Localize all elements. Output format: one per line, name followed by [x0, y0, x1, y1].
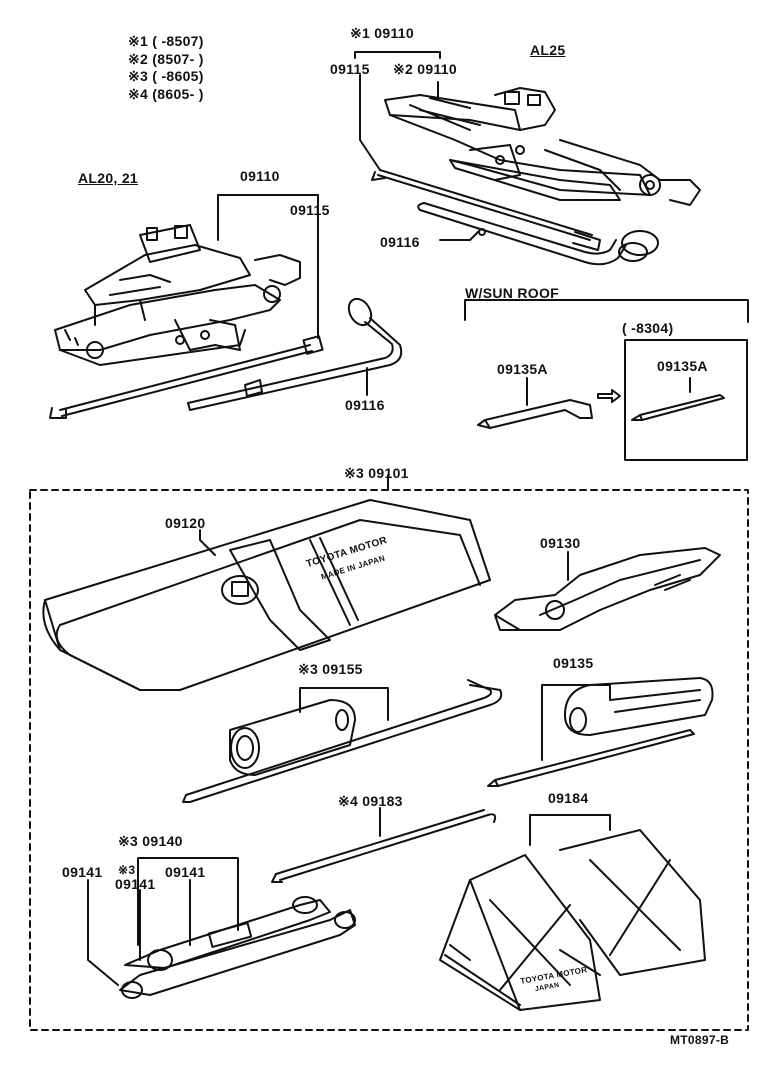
arrow-icon — [597, 389, 621, 403]
lug-wrench-al20-illustration — [187, 297, 403, 411]
leader-09141a — [87, 879, 119, 986]
scissor-jack-al25-illustration — [384, 87, 701, 206]
jack-handle-al20-illustration — [49, 335, 324, 419]
pliers-09130-illustration — [494, 547, 721, 631]
socket-wrench-09155-illustration — [182, 679, 503, 803]
part-09115-al25: 09115 — [330, 61, 370, 77]
legend-note-4: ※4 (8605- ) — [128, 86, 204, 102]
part-09141b-note: ※3 — [118, 863, 136, 877]
model-label-al2021: AL20, 21 — [78, 170, 138, 186]
legend-note-2: ※2 (8507- ) — [128, 51, 204, 67]
sunroof-label: W/SUN ROOF — [465, 285, 559, 301]
part-09120: 09120 — [165, 515, 206, 531]
part-09130: 09130 — [540, 535, 581, 551]
leader-09115-al25 — [359, 74, 381, 171]
part-range-8304: ( -8304) — [622, 320, 674, 336]
bracket-09140 — [137, 857, 239, 946]
bracket-09110-al25 — [354, 51, 441, 59]
lug-wrench-al25-illustration — [417, 202, 659, 266]
part-09141c: 09141 — [165, 864, 206, 880]
part-09110b-al25: ※2 09110 — [393, 61, 457, 77]
leader-09116-al25 — [439, 229, 481, 241]
part-09183: ※4 09183 — [338, 793, 403, 809]
sunroof-bracket — [464, 299, 749, 323]
legend-note-1: ※1 ( -8507) — [128, 33, 204, 49]
legend-note-3: ※3 ( -8605) — [128, 68, 204, 84]
part-09116-al25: 09116 — [380, 234, 420, 250]
screwdriver-09135a-left-illustration — [477, 399, 593, 429]
part-09184: 09184 — [548, 790, 589, 806]
pry-bar-09183-illustration — [271, 809, 497, 883]
part-09141a: 09141 — [62, 864, 103, 880]
jack-handle-al25-illustration — [371, 169, 601, 251]
screwdriver-09135a-right-illustration — [631, 394, 725, 421]
bracket-09155 — [299, 687, 389, 721]
leader-09120 — [199, 529, 216, 556]
part-09141b: 09141 — [115, 876, 156, 892]
wheel-chocks-09184-illustration — [439, 829, 706, 1011]
wrench-set-09140-illustration — [119, 896, 356, 999]
part-09135: 09135 — [553, 655, 594, 671]
bracket-09184 — [529, 814, 611, 846]
screwdriver-09135-illustration — [487, 677, 714, 787]
part-09116-al20: 09116 — [345, 397, 385, 413]
figure-code: MT0897-B — [670, 1033, 730, 1047]
part-09155: ※3 09155 — [298, 661, 363, 677]
part-09110-al20: 09110 — [240, 168, 280, 184]
part-09135a-left: 09135A — [497, 361, 548, 377]
part-09140: ※3 09140 — [118, 833, 183, 849]
bottle-jack-al20-illustration — [54, 224, 301, 366]
bracket-09110-al20 — [217, 194, 319, 339]
sunroof-later-box — [624, 339, 748, 461]
bracket-09135 — [541, 684, 611, 761]
part-09135a-right: 09135A — [657, 358, 708, 374]
tool-bag-09120-illustration — [42, 499, 491, 691]
part-09115-al20: 09115 — [290, 202, 330, 218]
part-09101: ※3 09101 — [344, 465, 409, 481]
part-09110-al25: ※1 09110 — [350, 25, 414, 41]
model-label-al25: AL25 — [530, 42, 566, 58]
